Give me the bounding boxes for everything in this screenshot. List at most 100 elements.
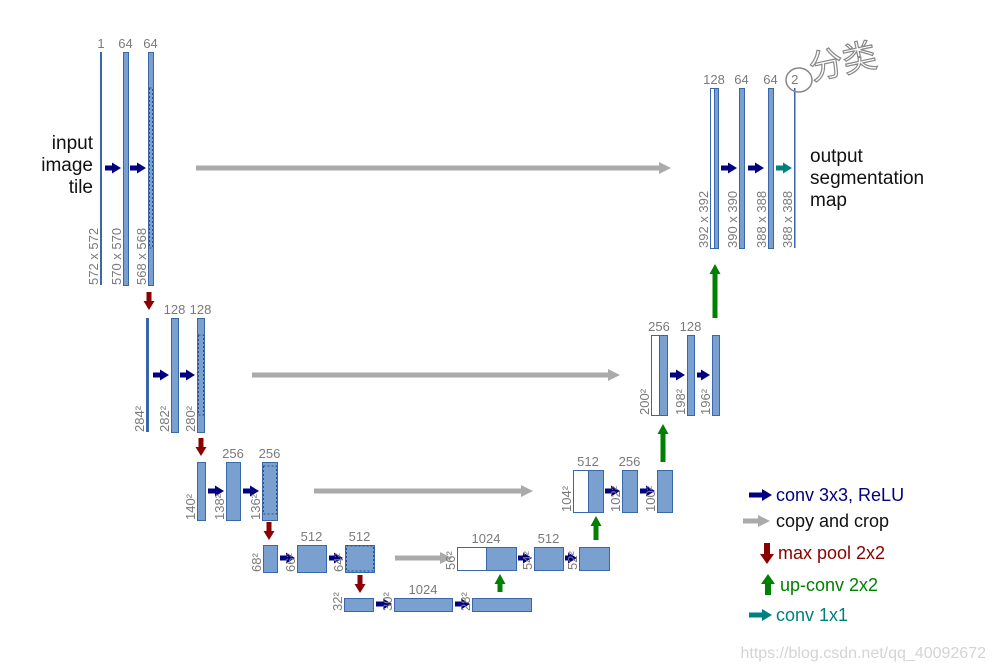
maxpool-arrow [263, 522, 275, 540]
feature-map-box [226, 462, 241, 521]
output-label-line: segmentation [810, 168, 924, 189]
feature-map [262, 462, 278, 521]
upconv-arrow [657, 424, 669, 462]
channel-count: 256 [222, 446, 244, 461]
cropped-copy-box [651, 335, 660, 416]
feature-map-box [171, 318, 179, 433]
channel-count: 128 [703, 72, 725, 87]
legend-label: conv 3x3, ReLU [776, 485, 904, 505]
spatial-size: 388 x 388 [754, 191, 769, 248]
spatial-size: 66² [283, 553, 298, 572]
spatial-size: 102² [608, 485, 623, 512]
legend-item-pool: max pool 2x2 [760, 543, 885, 564]
conv-arrow [105, 162, 121, 174]
hand-circle [785, 67, 813, 93]
conv-arrow [605, 485, 620, 497]
feature-map-box [768, 88, 774, 249]
feature-map-box [622, 470, 638, 513]
feature-map-box [148, 52, 154, 286]
feature-map [687, 335, 695, 416]
feature-map-box [687, 335, 695, 416]
arrows-layer [105, 162, 792, 610]
spatial-size: 100² [643, 485, 658, 512]
feature-map [457, 547, 517, 571]
spatial-size: 28² [458, 592, 473, 611]
feature-map [146, 318, 149, 432]
channel-count: 2 [791, 72, 798, 87]
legend-label: conv 1x1 [776, 605, 848, 625]
input-label-line: tile [69, 177, 93, 198]
legend-item-up: up-conv 2x2 [761, 574, 878, 595]
feature-maps-layer [100, 52, 796, 612]
feature-map-box [262, 462, 278, 521]
cropped-copy-box [457, 547, 487, 571]
channel-count: 256 [259, 446, 281, 461]
spatial-size: 200² [637, 388, 652, 415]
channel-count: 64 [143, 36, 157, 51]
feature-map [297, 545, 327, 573]
feature-map [651, 335, 668, 416]
feature-map [263, 545, 278, 573]
spatial-size: 282² [157, 405, 172, 432]
feature-map [345, 545, 375, 573]
feature-map-box [739, 88, 745, 249]
channel-count: 1 [97, 36, 104, 51]
spatial-size: 390 x 390 [725, 191, 740, 248]
conv-legend-arrow-icon [749, 489, 772, 501]
feature-map-box [344, 598, 374, 612]
cropped-copy-box [710, 88, 715, 249]
legend-label: up-conv 2x2 [780, 575, 878, 595]
conv1-legend-arrow-icon [749, 609, 772, 621]
channel-count: 1024 [409, 582, 438, 597]
feature-map-box [197, 462, 206, 521]
legend-item-conv1: conv 1x1 [749, 605, 848, 625]
spatial-size: 136² [248, 493, 263, 520]
feature-map-box [123, 52, 129, 286]
pool-legend-arrow-icon [760, 543, 774, 564]
conv-arrow [721, 162, 737, 174]
feature-map [768, 88, 774, 249]
feature-map-box [588, 470, 604, 513]
legend-label: max pool 2x2 [778, 543, 885, 563]
cropped-copy-box [573, 470, 589, 513]
spatial-size: 54² [520, 551, 535, 570]
input-image-tile-label: input image tile [41, 133, 93, 198]
conv-arrow [376, 598, 392, 610]
maxpool-arrow [195, 438, 207, 456]
maxpool-arrow [354, 575, 366, 593]
feature-map-bar [100, 52, 102, 285]
conv-arrow [208, 485, 224, 497]
feature-map [794, 88, 796, 248]
channel-count: 512 [349, 529, 371, 544]
copy-legend-arrow-icon [743, 515, 770, 527]
input-label-line: input [52, 133, 94, 154]
spatial-size: 68² [249, 553, 264, 572]
channel-count: 64 [734, 72, 748, 87]
feature-map [123, 52, 129, 286]
conv-arrow [329, 552, 343, 564]
spatial-size: 30² [380, 592, 395, 611]
channel-count: 512 [577, 454, 599, 469]
feature-map-box [712, 335, 720, 416]
conv-arrow [565, 552, 577, 564]
feature-map [712, 335, 720, 416]
spatial-size: 52² [565, 551, 580, 570]
crop-region [198, 334, 204, 416]
conv-arrow [455, 598, 470, 610]
spatial-size: 104² [559, 485, 574, 512]
copy-crop-arrow [252, 369, 620, 381]
handwritten-note: 分类 [806, 36, 881, 89]
feature-map-box [657, 470, 673, 513]
feature-map-box [472, 598, 532, 612]
conv-arrow [280, 552, 295, 564]
feature-map [394, 598, 453, 612]
upconv-arrow [494, 574, 506, 592]
feature-map [197, 462, 206, 521]
feature-map [344, 598, 374, 612]
channel-count: 64 [118, 36, 132, 51]
feature-map [197, 318, 205, 433]
feature-map-box [486, 547, 517, 571]
conv-arrow [243, 485, 259, 497]
